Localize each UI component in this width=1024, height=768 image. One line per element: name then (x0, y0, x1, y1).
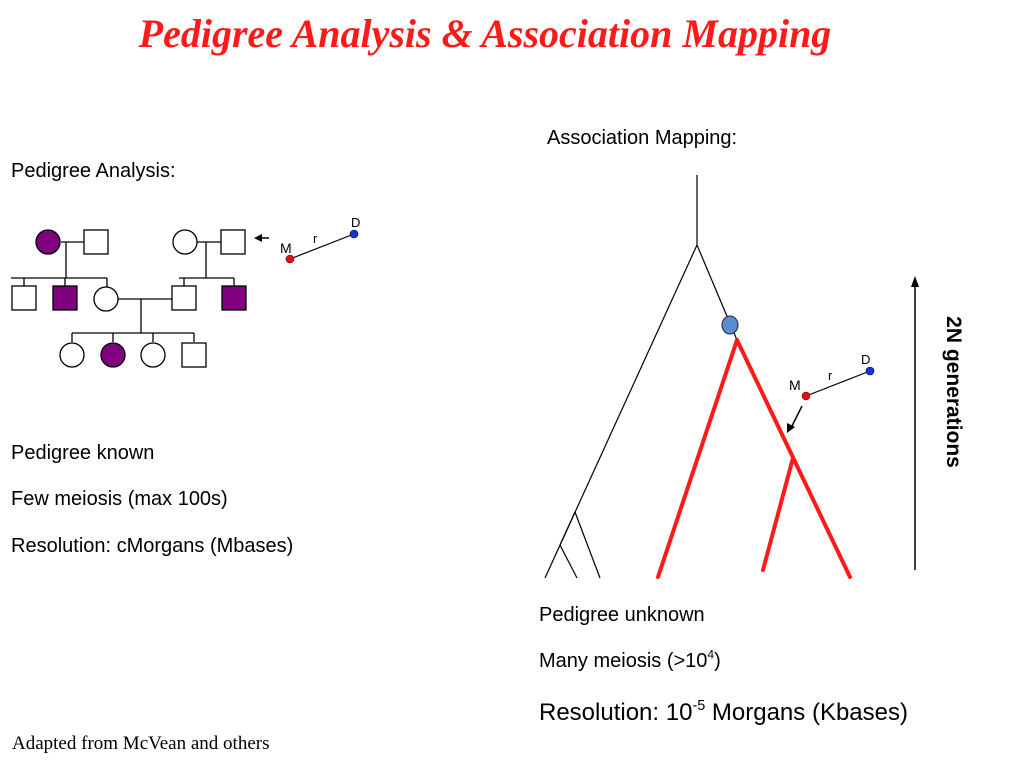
unaffected-female (93, 286, 119, 312)
unaffected-female (140, 342, 166, 368)
affected-female (35, 229, 61, 255)
affected-female (100, 342, 126, 368)
marker-d-label: D (351, 215, 360, 230)
pedigree-fact-1: Pedigree known (11, 442, 155, 464)
coalescent-tree (544, 175, 738, 579)
pedigree-chart (11, 241, 235, 342)
arrow-head-icon (787, 423, 795, 433)
marker-d-dot (349, 229, 359, 239)
unaffected-male (181, 342, 207, 368)
unaffected-male (171, 285, 197, 311)
marker-link-line (289, 233, 355, 260)
association-heading: Association Mapping: (547, 127, 738, 149)
association-fact-2: Many meiosis (>104) (539, 647, 721, 672)
mutation-node (721, 315, 739, 335)
unaffected-female (59, 342, 85, 368)
association-fact-3: Resolution: 10-5 Morgans (Kbases) (539, 697, 908, 726)
pedigree-heading: Pedigree Analysis: (11, 160, 176, 182)
marker-m-label: M (789, 377, 801, 393)
marker-r-label: r (313, 231, 318, 246)
pedigree-marker: M D r (254, 215, 360, 264)
unaffected-male (11, 285, 37, 311)
marker-link-line (805, 370, 871, 397)
pedigree-fact-2: Few meiosis (max 100s) (11, 488, 228, 510)
marker-m-dot (285, 254, 295, 264)
affected-male (52, 285, 78, 311)
generations-axis (911, 276, 919, 570)
pedigree-individuals (11, 229, 247, 368)
arrow-up-icon (911, 276, 919, 287)
arrow-head-icon (254, 234, 262, 242)
generations-label: 2N generations (942, 316, 965, 468)
marker-m-label: M (280, 240, 292, 256)
unaffected-male (220, 229, 246, 255)
highlighted-lineage (656, 338, 852, 579)
marker-m-dot (801, 391, 811, 401)
unaffected-female (172, 229, 198, 255)
unaffected-male (83, 229, 109, 255)
marker-r-label: r (828, 368, 833, 383)
pedigree-fact-3: Resolution: cMorgans (Mbases) (11, 535, 294, 557)
marker-d-dot (865, 366, 875, 376)
pointer-arrow (790, 405, 803, 429)
association-marker: M D r (787, 352, 875, 433)
slide-title: Pedigree Analysis & Association Mapping (138, 11, 832, 56)
affected-male (221, 285, 247, 311)
credit-note: Adapted from McVean and others (12, 733, 270, 754)
association-fact-1: Pedigree unknown (539, 604, 705, 626)
marker-d-label: D (861, 352, 870, 367)
